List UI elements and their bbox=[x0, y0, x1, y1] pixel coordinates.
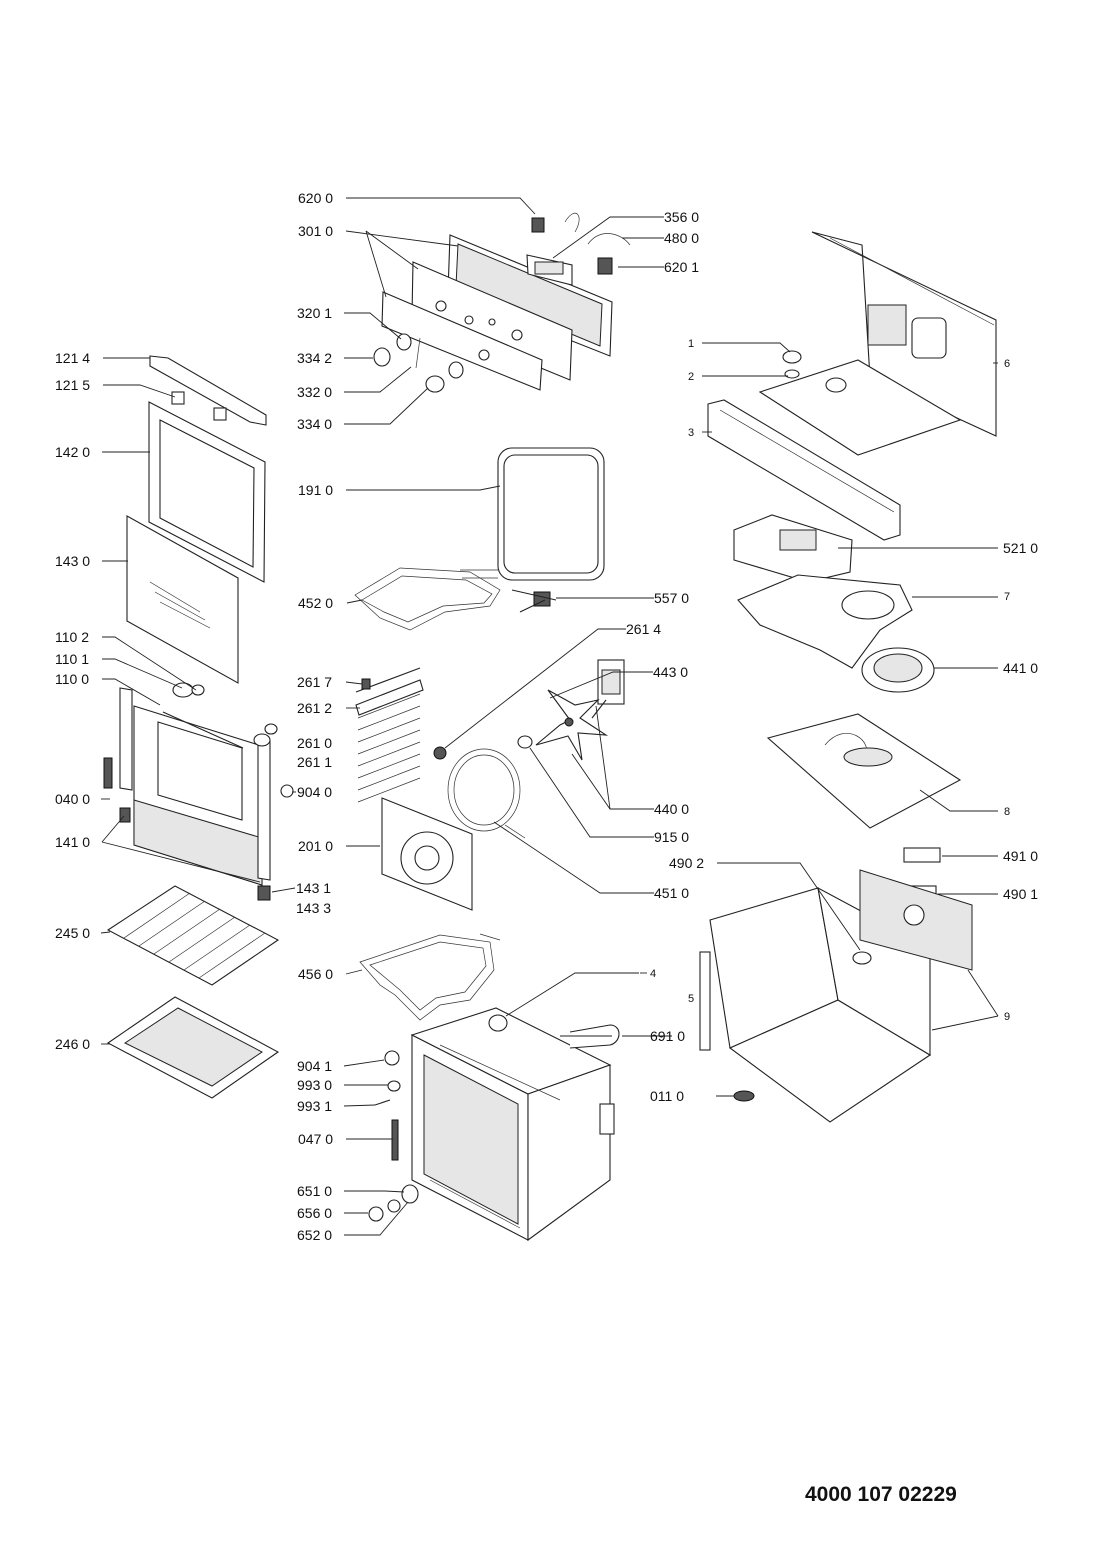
door-frame bbox=[103, 682, 294, 901]
label-620-1: 620 1 bbox=[664, 259, 699, 275]
back-panel bbox=[811, 231, 997, 437]
label-261-0: 261 0 bbox=[297, 735, 332, 751]
door-outer-glass bbox=[148, 401, 266, 583]
label-121-4: 121 4 bbox=[55, 350, 90, 366]
label-191-0: 191 0 bbox=[298, 482, 333, 498]
drawing-number: 4000 107 02229 bbox=[805, 1483, 957, 1506]
label-651-0: 651 0 bbox=[297, 1183, 332, 1199]
label-332-0: 332 0 bbox=[297, 384, 332, 400]
label-441-0: 441 0 bbox=[1003, 660, 1038, 676]
fan-cover bbox=[381, 746, 473, 911]
label-261-7: 261 7 bbox=[297, 674, 332, 690]
label-011-0: 011 0 bbox=[650, 1088, 684, 1104]
label-320-1: 320 1 bbox=[297, 305, 332, 321]
knobs bbox=[373, 333, 464, 393]
ref-5: 5 bbox=[688, 993, 694, 1005]
label-110-1: 110 1 bbox=[55, 651, 89, 667]
support-bracket bbox=[707, 399, 901, 541]
ref-2: 2 bbox=[688, 371, 694, 383]
control-board bbox=[733, 514, 853, 583]
label-143-3: 143 3 bbox=[296, 900, 331, 916]
baking-tray bbox=[106, 996, 280, 1099]
label-334-0: 334 0 bbox=[297, 416, 332, 432]
ref-1: 1 bbox=[688, 338, 694, 350]
label-245-0: 245 0 bbox=[55, 925, 90, 941]
label-656-0: 656 0 bbox=[297, 1205, 332, 1221]
label-246-0: 246 0 bbox=[55, 1036, 90, 1052]
label-356-0: 356 0 bbox=[664, 209, 699, 225]
label-047-0: 047 0 bbox=[298, 1131, 333, 1147]
bottom-heating-element bbox=[359, 933, 501, 1021]
label-915-0: 915 0 bbox=[654, 829, 689, 845]
wire-shelf bbox=[106, 885, 280, 986]
label-110-0: 110 0 bbox=[55, 671, 89, 687]
label-557-0: 557 0 bbox=[654, 590, 689, 606]
label-652-0: 652 0 bbox=[297, 1227, 332, 1243]
part-labels: 620 0 301 0 356 0 480 0 620 1 320 1 334 … bbox=[55, 190, 1038, 1243]
label-490-1: 490 1 bbox=[1003, 886, 1038, 902]
label-261-2: 261 2 bbox=[297, 700, 332, 716]
foot bbox=[733, 1090, 755, 1102]
label-904-1: 904 1 bbox=[297, 1058, 332, 1074]
label-443-0: 443 0 bbox=[653, 664, 688, 680]
door-gasket bbox=[497, 447, 605, 581]
label-201-0: 201 0 bbox=[298, 838, 333, 854]
door-handle bbox=[149, 355, 267, 426]
label-121-5: 121 5 bbox=[55, 377, 90, 393]
label-334-2: 334 2 bbox=[297, 350, 332, 366]
label-143-1: 143 1 bbox=[296, 880, 331, 896]
ref-4: 4 bbox=[650, 968, 656, 980]
insulation-plate bbox=[766, 713, 962, 829]
label-452-0: 452 0 bbox=[298, 595, 333, 611]
label-480-0: 480 0 bbox=[664, 230, 699, 246]
label-904-0: 904 0 bbox=[297, 784, 332, 800]
ref-6: 6 bbox=[1004, 358, 1010, 370]
circular-heating-element bbox=[447, 748, 526, 839]
label-040-0: 040 0 bbox=[55, 791, 90, 807]
label-456-0: 456 0 bbox=[298, 966, 333, 982]
fan-blade bbox=[517, 689, 609, 761]
label-142-0: 142 0 bbox=[55, 444, 90, 460]
ref-7: 7 bbox=[1004, 591, 1010, 603]
top-cover-plate bbox=[758, 350, 962, 456]
ref-9: 9 bbox=[1004, 1011, 1010, 1023]
label-261-4: 261 4 bbox=[626, 621, 661, 637]
label-110-2: 110 2 bbox=[55, 629, 89, 645]
thermostat-probe bbox=[511, 589, 557, 613]
shelf-supports bbox=[355, 667, 424, 803]
label-261-1: 261 1 bbox=[297, 754, 332, 770]
label-490-2: 490 2 bbox=[669, 855, 704, 871]
label-620-0: 620 0 bbox=[298, 190, 333, 206]
hinge-rod bbox=[560, 1024, 620, 1049]
control-panel-frame bbox=[381, 234, 613, 391]
label-993-0: 993 0 bbox=[297, 1077, 332, 1093]
cooling-fan-duct bbox=[737, 574, 913, 669]
label-141-0: 141 0 bbox=[55, 834, 90, 850]
display-module bbox=[526, 212, 631, 286]
top-heating-element bbox=[354, 567, 501, 631]
ref-3: 3 bbox=[688, 427, 694, 439]
oven-cavity bbox=[391, 1007, 615, 1242]
label-301-0: 301 0 bbox=[298, 223, 333, 239]
label-691-0: 691 0 bbox=[650, 1028, 685, 1044]
outer-casing bbox=[699, 869, 973, 1123]
label-143-0: 143 0 bbox=[55, 553, 90, 569]
label-491-0: 491 0 bbox=[1003, 848, 1038, 864]
label-993-1: 993 1 bbox=[297, 1098, 332, 1114]
fan-motor bbox=[591, 659, 625, 719]
leader-lines bbox=[100, 197, 999, 1236]
small-fittings bbox=[368, 1050, 419, 1222]
label-440-0: 440 0 bbox=[654, 801, 689, 817]
label-451-0: 451 0 bbox=[654, 885, 689, 901]
tangential-fan bbox=[861, 647, 935, 693]
ref-8: 8 bbox=[1004, 806, 1010, 818]
label-521-0: 521 0 bbox=[1003, 540, 1038, 556]
door-inner-glass bbox=[126, 515, 239, 684]
